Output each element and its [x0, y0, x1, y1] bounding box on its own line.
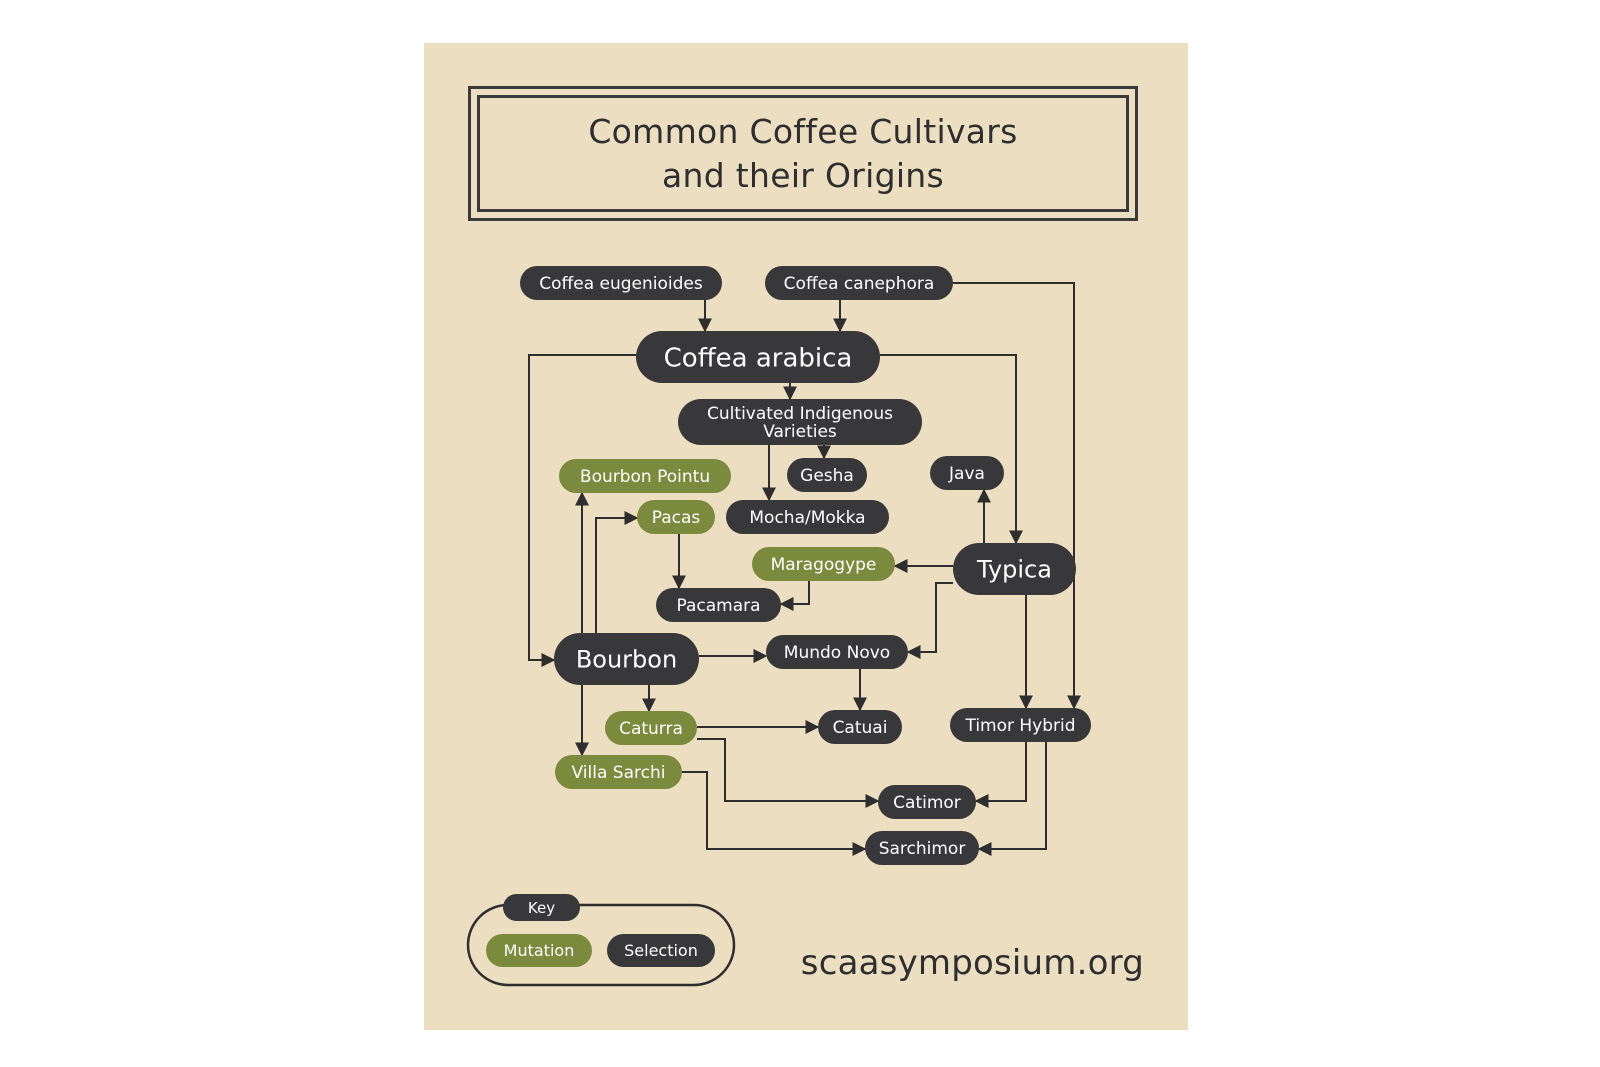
node-pacamara: Pacamara [656, 588, 781, 622]
title-frame: Common Coffee Cultivars and their Origin… [468, 86, 1138, 221]
node-label-bourbon: Bourbon [576, 646, 677, 674]
node-pill-typica [953, 543, 1076, 595]
node-label-villa-sarchi: Villa Sarchi [572, 763, 666, 783]
node-label-catuai: Catuai [833, 718, 888, 738]
node-bourbon: Bourbon [554, 633, 699, 685]
edges-layer [528, 282, 1081, 856]
node-catimor: Catimor [878, 785, 976, 819]
node-pill-catimor [878, 785, 976, 819]
node-arabica: Coffea arabica [636, 331, 880, 383]
node-maragogype: Maragogype [752, 547, 895, 581]
key-title-pill [503, 894, 580, 921]
node-java: Java [930, 456, 1004, 490]
node-gesha: Gesha [787, 458, 867, 492]
node-mundo-novo: Mundo Novo [766, 635, 908, 669]
node-pill-bourbon-pointu [559, 459, 731, 493]
node-label-bourbon-pointu: Bourbon Pointu [580, 467, 710, 487]
node-villa-sarchi: Villa Sarchi [555, 755, 682, 789]
node-label-catimor: Catimor [893, 793, 961, 813]
edge-maragogype-to-pacamara [779, 581, 810, 611]
node-pill-catuai [818, 710, 902, 744]
website-url: scaasymposium.org [800, 943, 1144, 983]
node-pill-pacas [637, 500, 715, 534]
edge-typica-to-mundo-novo [906, 582, 953, 659]
node-pill-bourbon [554, 633, 699, 685]
node-pill-villa-sarchi [555, 755, 682, 789]
key-legend: Key Mutation Selection [466, 894, 736, 987]
node-pill-timor [950, 708, 1091, 742]
node-pacas: Pacas [637, 500, 715, 534]
edge-canephora-to-timor [953, 282, 1081, 710]
edge-bourbon-to-pacas [595, 511, 639, 633]
poster: Common Coffee Cultivars and their Origin… [424, 43, 1188, 1030]
node-label-arabica: Coffea arabica [664, 343, 853, 373]
node-label-canephora: Coffea canephora [784, 274, 935, 294]
node-pill-mocha [726, 500, 889, 534]
node-label-caturra: Caturra [619, 719, 683, 739]
node-label-eugenioides: Coffea eugenioides [539, 274, 703, 294]
node-pill-eugenioides [520, 266, 722, 300]
node-label-mundo-novo: Mundo Novo [784, 643, 890, 663]
key-selection-label: Selection [624, 941, 698, 960]
node-eugenioides: Coffea eugenioides [520, 266, 722, 300]
node-pill-indigenous [678, 399, 922, 445]
node-pill-mundo-novo [766, 635, 908, 669]
key-selection-pill [607, 934, 715, 967]
node-catuai: Catuai [818, 710, 902, 744]
node-pill-maragogype [752, 547, 895, 581]
nodes-layer: Coffea eugenioides Coffea canephoraCoffea… [520, 266, 1091, 865]
node-label-java: Java [948, 464, 985, 484]
node-timor: Timor Hybrid [950, 708, 1091, 742]
node-label-pacas: Pacas [652, 508, 701, 528]
node-label-sarchimor: Sarchimor [879, 839, 966, 859]
node-caturra: Caturra [605, 711, 697, 745]
title-inner-frame: Common Coffee Cultivars and their Origin… [477, 95, 1129, 212]
key-title: Key [528, 899, 555, 917]
cultivar-flowchart: Coffea eugenioides Coffea canephoraCoffea… [466, 266, 1091, 987]
node-pill-sarchimor [865, 831, 979, 865]
node-typica: Typica [953, 543, 1076, 595]
node-pill-canephora [765, 266, 953, 300]
node-pill-java [930, 456, 1004, 490]
node-label-mocha: Mocha/Mokka [749, 508, 865, 528]
node-canephora: Coffea canephora [765, 266, 953, 300]
node-label-pacamara: Pacamara [676, 596, 760, 616]
key-frame [466, 903, 736, 987]
node-mocha: Mocha/Mokka [726, 500, 889, 534]
edge-timor-to-catimor [974, 742, 1027, 808]
title-line-1: Common Coffee Cultivars [588, 111, 1018, 151]
node-label-maragogype: Maragogype [771, 555, 877, 575]
node-label-timor: Timor Hybrid [964, 716, 1075, 736]
node-sarchimor: Sarchimor [865, 831, 979, 865]
node-pill-caturra [605, 711, 697, 745]
node-label-typica: Typica [976, 556, 1052, 584]
edge-villa-sarchi-to-sarchimor [682, 771, 867, 856]
key-mutation-pill [486, 934, 592, 967]
node-pill-pacamara [656, 588, 781, 622]
node-label-gesha: Gesha [800, 466, 854, 486]
edge-caturra-to-catimor [697, 738, 880, 808]
edge-arabica-to-bourbon [528, 354, 636, 667]
edge-arabica-to-typica [880, 354, 1023, 545]
edge-timor-to-sarchimor [977, 742, 1047, 856]
node-pill-arabica [636, 331, 880, 383]
node-bourbon-pointu: Bourbon Pointu [559, 459, 731, 493]
node-pill-gesha [787, 458, 867, 492]
title-line-2: and their Origins [662, 155, 944, 195]
key-mutation-label: Mutation [504, 941, 575, 960]
